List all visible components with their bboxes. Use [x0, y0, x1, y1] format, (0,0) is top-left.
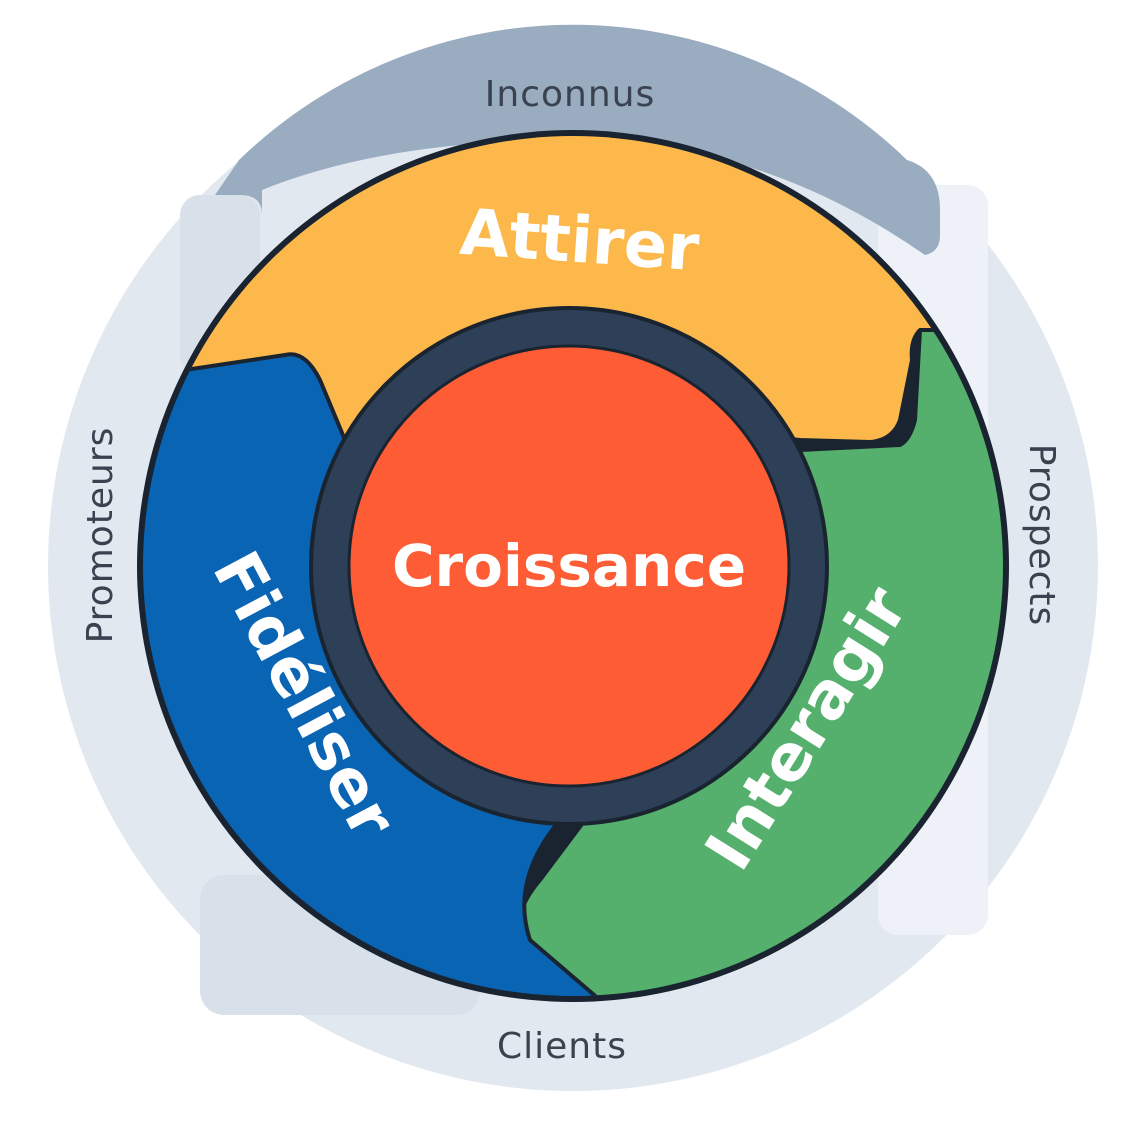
label-croissance: Croissance [392, 532, 746, 600]
label-inconnus: Inconnus [485, 74, 655, 115]
segment-attract [143, 136, 1003, 444]
label-promoteurs: Promoteurs [80, 427, 121, 644]
label-clients: Clients [497, 1026, 627, 1067]
core-circle [347, 344, 791, 788]
label-prospects: Prospects [1021, 444, 1062, 627]
label-attirer: Attirer [458, 196, 702, 287]
